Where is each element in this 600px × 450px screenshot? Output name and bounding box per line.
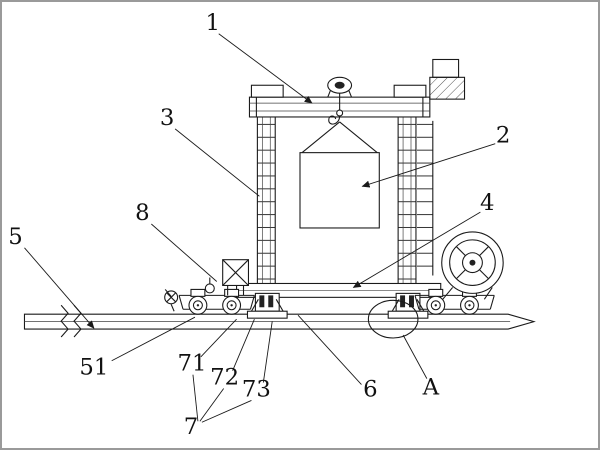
detail-marker-a — [367, 299, 419, 339]
leader-8 — [151, 223, 218, 282]
label-4: 4 — [480, 190, 495, 216]
right-column-cap — [393, 84, 427, 98]
leader-71 — [200, 318, 237, 358]
label-6: 6 — [363, 376, 378, 402]
leader-3 — [174, 128, 260, 197]
leader-7-fan — [201, 400, 252, 423]
label-73: 73 — [242, 376, 271, 402]
hoist-assembly — [327, 76, 353, 125]
label-7: 7 — [184, 414, 199, 440]
leader-51 — [111, 316, 196, 362]
leader-7-fan — [192, 374, 199, 422]
left-column-cap — [250, 84, 284, 98]
hook-icon — [328, 115, 341, 125]
leader-72 — [232, 318, 255, 371]
label-5: 5 — [8, 224, 23, 250]
leader-1 — [218, 33, 313, 104]
guide-pulley — [204, 283, 215, 294]
label-1: 1 — [206, 10, 221, 36]
label-a: A — [422, 374, 440, 400]
suspended-load — [299, 121, 380, 229]
load-box — [299, 152, 380, 229]
leader-2 — [361, 143, 496, 188]
leader-6 — [297, 314, 362, 385]
column-feet — [246, 292, 429, 319]
leader-a — [402, 334, 428, 379]
label-51: 51 — [79, 355, 108, 381]
right-bogie — [414, 288, 495, 315]
cable-reel — [441, 231, 504, 300]
label-3: 3 — [160, 105, 175, 131]
hook-ring — [336, 109, 344, 117]
leader-73 — [262, 321, 273, 383]
rail-break-mark — [60, 304, 69, 338]
leader-lines — [24, 33, 496, 423]
label-2: 2 — [496, 123, 511, 149]
label-71: 71 — [177, 351, 206, 377]
reference-labels: 1 2 3 4 5 6 7 8 51 71 72 73 A — [8, 10, 510, 440]
left-bogie — [164, 288, 255, 315]
leader-5 — [24, 247, 95, 329]
left-base-plate — [246, 310, 288, 319]
label-8: 8 — [135, 200, 150, 226]
left-foot-clamp — [254, 292, 280, 312]
motor-box — [204, 259, 250, 296]
right-column — [397, 116, 417, 298]
roof-bracket — [429, 58, 466, 100]
right-base-plate — [387, 310, 429, 319]
leader-7-fan — [199, 388, 225, 422]
label-72: 72 — [210, 365, 239, 391]
left-column — [256, 116, 276, 298]
side-rack — [416, 120, 434, 276]
right-foot-clamp — [395, 292, 421, 312]
leader-4 — [352, 211, 481, 288]
